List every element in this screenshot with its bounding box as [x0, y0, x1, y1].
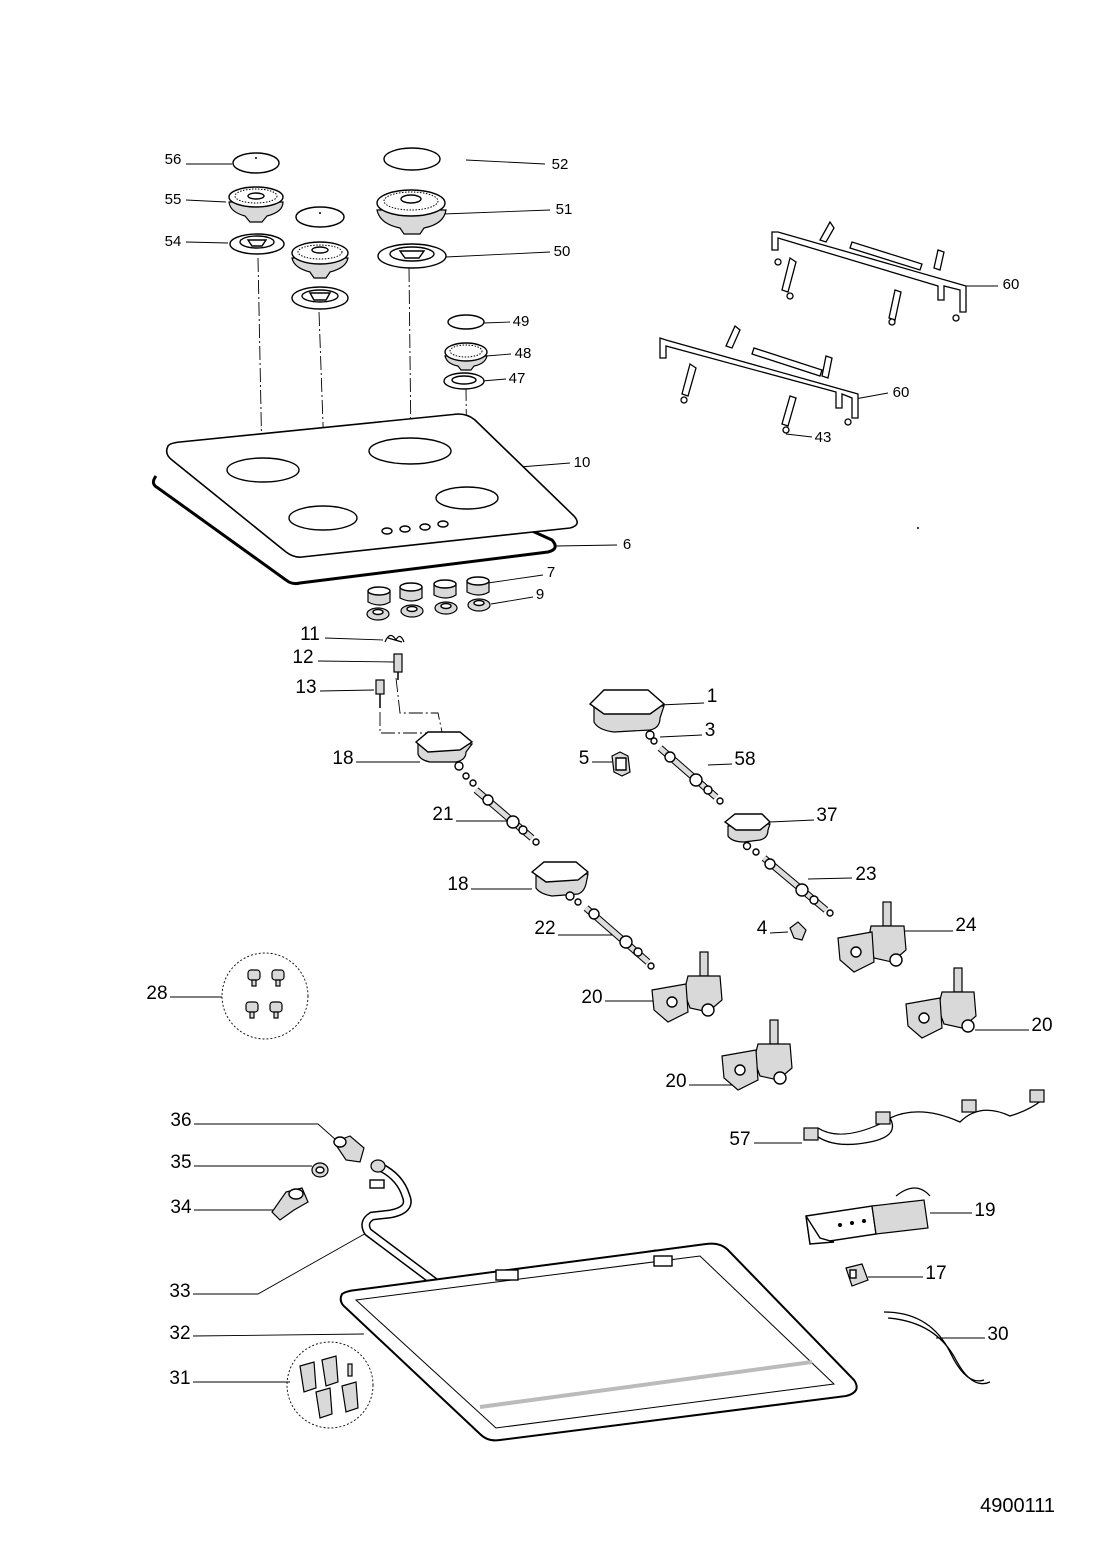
gas-tap-24 — [837, 901, 907, 973]
part-label-13: 13 — [295, 677, 316, 698]
part-label-31: 31 — [169, 1368, 190, 1389]
leader-lines — [170, 159, 1029, 1383]
part-label-47: 47 — [509, 370, 526, 387]
injector-holder-18-lower — [530, 861, 590, 901]
gas-tap-20-b — [905, 967, 977, 1039]
part-label-24: 24 — [955, 915, 977, 936]
thermocouple-13 — [375, 679, 385, 708]
clip-4 — [789, 921, 807, 941]
burner-crown-48 — [444, 342, 488, 371]
burner-base-54 — [229, 233, 285, 255]
gas-pipe-22 — [574, 898, 655, 970]
hob-top-10 — [165, 413, 578, 558]
drawing-number: 4900111 — [980, 1495, 1055, 1517]
injector-holder-18-upper — [414, 731, 474, 771]
bottom-tray-32 — [339, 1242, 858, 1442]
pan-support-60-upper — [771, 220, 967, 326]
part-label-60b: 60 — [893, 384, 910, 401]
burner-base-50 — [377, 243, 447, 269]
microswitch-17 — [845, 1263, 869, 1287]
part-label-5: 5 — [579, 748, 590, 769]
part-label-7: 7 — [547, 564, 555, 581]
gas-pipe-58 — [650, 737, 724, 805]
part-label-19: 19 — [974, 1200, 995, 1221]
part-label-58: 58 — [734, 749, 755, 770]
electrode-12 — [393, 653, 403, 680]
cable-30 — [883, 1311, 991, 1385]
part-label-30: 30 — [987, 1324, 1008, 1345]
part-label-11: 11 — [300, 624, 320, 645]
part-label-23: 23 — [855, 864, 876, 885]
part-label-20c: 20 — [665, 1071, 686, 1092]
part-label-20b: 20 — [1031, 1015, 1052, 1036]
part-label-20a: 20 — [581, 987, 602, 1008]
part-label-57: 57 — [729, 1129, 750, 1150]
injector-holder-1 — [588, 689, 666, 740]
part-label-18b: 18 — [447, 874, 468, 895]
clip-kit-31 — [286, 1341, 374, 1429]
gas-pipe-23 — [752, 848, 834, 917]
part-label-22: 22 — [534, 918, 555, 939]
burner-cap-52 — [383, 147, 441, 171]
stray-dot — [917, 527, 919, 529]
burner-cap-56 — [232, 152, 280, 174]
spring-clip-11 — [384, 634, 405, 643]
ignition-wiring-57 — [803, 1089, 1045, 1146]
part-label-49: 49 — [513, 313, 530, 330]
part-label-1: 1 — [707, 686, 718, 707]
ignition-generator-19 — [805, 1187, 931, 1245]
part-label-4: 4 — [757, 918, 768, 939]
part-label-9: 9 — [536, 586, 544, 603]
burner-base-middle — [291, 286, 349, 310]
knob-rings-9 — [366, 598, 491, 621]
burner-base-47 — [443, 372, 485, 390]
part-label-52: 52 — [552, 156, 569, 173]
part-label-36: 36 — [170, 1110, 191, 1131]
part-label-32: 32 — [169, 1323, 190, 1344]
part-label-33: 33 — [169, 1281, 190, 1302]
part-label-51: 51 — [556, 201, 573, 218]
part-label-12: 12 — [292, 647, 313, 668]
injector-holder-37 — [723, 813, 772, 851]
washer-35 — [311, 1162, 329, 1178]
control-knobs-7 — [367, 576, 490, 606]
burner-crown-middle — [291, 241, 349, 279]
gas-tap-20-a — [651, 951, 723, 1023]
part-label-43: 43 — [815, 429, 832, 446]
part-label-54: 54 — [165, 233, 182, 250]
part-label-55: 55 — [165, 191, 182, 208]
part-label-37: 37 — [816, 805, 837, 826]
part-label-6: 6 — [623, 536, 631, 553]
elbow-fitting-36 — [333, 1135, 365, 1163]
part-label-17: 17 — [925, 1263, 946, 1284]
part-label-35: 35 — [170, 1152, 191, 1173]
part-label-50: 50 — [554, 243, 571, 260]
burner-crown-55 — [228, 186, 284, 223]
hose-nipple-34 — [271, 1187, 309, 1221]
burner-crown-51 — [376, 189, 447, 235]
part-label-10: 10 — [574, 454, 591, 471]
part-label-56: 56 — [165, 151, 182, 168]
gas-pipe-21 — [462, 772, 540, 846]
screw-kit-28 — [221, 952, 309, 1040]
part-label-18a: 18 — [332, 748, 353, 769]
part-label-3: 3 — [705, 720, 716, 741]
gas-tap-20-c — [721, 1019, 793, 1091]
clip-5 — [611, 751, 631, 777]
burner-cap-49 — [447, 314, 485, 330]
part-label-34: 34 — [170, 1197, 192, 1218]
part-label-28: 28 — [146, 983, 167, 1004]
part-label-60a: 60 — [1003, 276, 1020, 293]
pan-support-60-lower — [659, 324, 859, 434]
hob-seal-6 — [151, 475, 557, 586]
part-label-48: 48 — [515, 345, 532, 362]
part-label-21: 21 — [432, 804, 453, 825]
burner-cap-middle — [295, 206, 345, 228]
